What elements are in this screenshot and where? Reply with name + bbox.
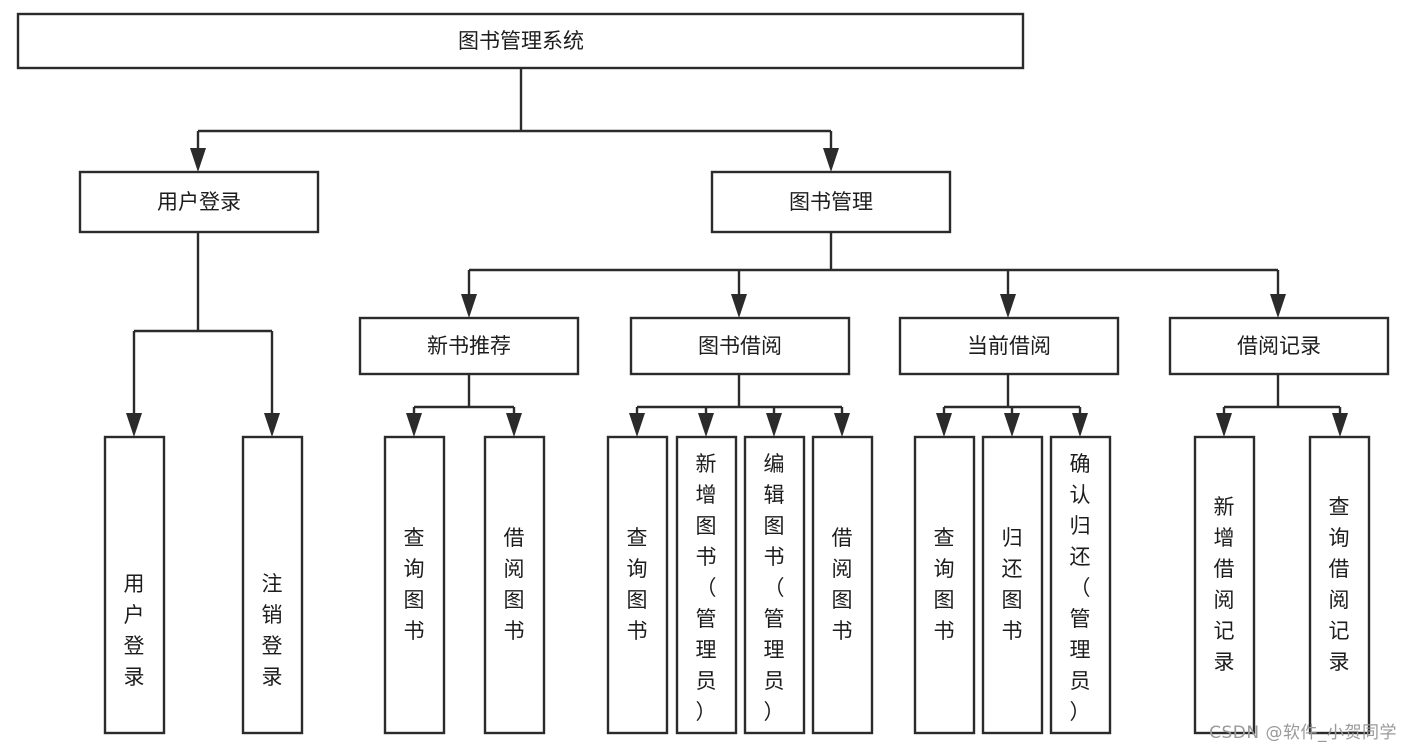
- leaf-book-borrow-borrow-label: 借阅图书: [832, 526, 853, 643]
- leaf-book-borrow-edit-box[interactable]: [743, 435, 806, 735]
- node-root-label: 图书管理系统: [458, 29, 584, 53]
- node-current-borrow-box[interactable]: [898, 316, 1120, 376]
- node-book-borrow[interactable]: 图书借阅: [629, 316, 851, 376]
- arrowhead-book-management: [823, 148, 839, 172]
- node-new-book-recommend-label: 新书推荐: [427, 334, 511, 358]
- arrowhead-current-borrow: [1000, 294, 1016, 318]
- node-user-login[interactable]: 用户登录: [78, 170, 320, 234]
- node-book-borrow-box[interactable]: [629, 316, 851, 376]
- node-borrow-records[interactable]: 借阅记录: [1168, 316, 1390, 376]
- leaf-current-borrow-return-box[interactable]: [981, 435, 1044, 735]
- leaf-borrow-records-query-label: 查询借阅记录: [1329, 495, 1350, 674]
- node-book-management[interactable]: 图书管理: [710, 170, 952, 234]
- node-book-management-box[interactable]: [710, 170, 952, 234]
- arrowhead-new-book: [461, 294, 477, 318]
- leaf-new-book-query[interactable]: 查询图书: [383, 435, 446, 735]
- connector-layer: [126, 68, 1348, 437]
- arrowhead-cb-leaf-0: [936, 413, 952, 437]
- arrowhead-bb-leaf-0: [629, 413, 645, 437]
- node-new-book-recommend[interactable]: 新书推荐: [358, 316, 580, 376]
- leaf-borrow-records-add-label: 新增借阅记录: [1214, 495, 1235, 674]
- leaf-book-borrow-edit[interactable]: 编辑图书（管理员）: [743, 435, 806, 735]
- leaf-borrow-records-query[interactable]: 查询借阅记录: [1308, 435, 1371, 735]
- arrowhead-nb-leaf-0: [406, 413, 422, 437]
- node-book-management-label: 图书管理: [789, 190, 873, 214]
- leaf-user-login-logout-box[interactable]: [241, 435, 304, 735]
- leaf-book-borrow-query[interactable]: 查询图书: [606, 435, 669, 735]
- arrowhead-br-leaf-1: [1332, 413, 1348, 437]
- leaf-book-borrow-borrow[interactable]: 借阅图书: [811, 435, 874, 735]
- leaf-user-login-logout-label: 注销登录: [262, 572, 283, 689]
- leaf-current-borrow-return[interactable]: 归还图书: [981, 435, 1044, 735]
- node-user-login-box[interactable]: [78, 170, 320, 234]
- arrowhead-bb-leaf-2: [766, 413, 782, 437]
- leaf-user-login-login[interactable]: 用户登录: [103, 435, 166, 735]
- node-new-book-recommend-box[interactable]: [358, 316, 580, 376]
- node-book-borrow-label: 图书借阅: [698, 334, 782, 358]
- arrowhead-borrow-records: [1270, 294, 1286, 318]
- arrowhead-leaf-user-login: [126, 413, 142, 437]
- node-root-book-management-system[interactable]: 图书管理系统: [16, 12, 1025, 70]
- leaf-current-borrow-query-label: 查询图书: [934, 526, 955, 643]
- arrowhead-bb-leaf-1: [698, 413, 714, 437]
- leaf-user-login-login-box[interactable]: [103, 435, 166, 735]
- node-borrow-records-box[interactable]: [1168, 316, 1390, 376]
- leaf-book-borrow-edit-label: 编辑图书（管理员）: [764, 452, 785, 724]
- leaf-user-login-logout[interactable]: 注销登录: [241, 435, 304, 735]
- leaf-borrow-records-add-box[interactable]: [1193, 435, 1256, 735]
- leaf-current-borrow-query[interactable]: 查询图书: [913, 435, 976, 735]
- arrowhead-nb-leaf-1: [506, 413, 522, 437]
- leaf-book-borrow-add-label: 新增图书（管理员）: [696, 452, 717, 724]
- leaf-current-borrow-query-box[interactable]: [913, 435, 976, 735]
- leaf-current-borrow-confirm-box[interactable]: [1049, 435, 1112, 735]
- leaf-new-book-borrow-box[interactable]: [483, 435, 546, 735]
- leaf-new-book-borrow[interactable]: 借阅图书: [483, 435, 546, 735]
- leaf-new-book-borrow-label: 借阅图书: [504, 526, 525, 643]
- node-current-borrow[interactable]: 当前借阅: [898, 316, 1120, 376]
- arrowhead-leaf-logout: [264, 413, 280, 437]
- leaf-book-borrow-query-box[interactable]: [606, 435, 669, 735]
- arrowhead-user-login: [190, 148, 206, 172]
- leaf-current-borrow-confirm[interactable]: 确认归还（管理员）: [1049, 435, 1112, 735]
- leaf-user-login-login-label: 用户登录: [124, 572, 145, 689]
- leaf-book-borrow-borrow-box[interactable]: [811, 435, 874, 735]
- arrowhead-br-leaf-0: [1216, 413, 1232, 437]
- leaf-current-borrow-confirm-label: 确认归还（管理员）: [1070, 452, 1091, 724]
- leaf-borrow-records-query-box[interactable]: [1308, 435, 1371, 735]
- node-borrow-records-label: 借阅记录: [1237, 334, 1321, 358]
- leaf-book-borrow-query-label: 查询图书: [627, 526, 648, 643]
- leaf-current-borrow-return-label: 归还图书: [1002, 526, 1023, 643]
- arrowhead-cb-leaf-1: [1004, 413, 1020, 437]
- leaf-book-borrow-add[interactable]: 新增图书（管理员）: [675, 435, 738, 735]
- arrowhead-cb-leaf-2: [1072, 413, 1088, 437]
- leaf-new-book-query-label: 查询图书: [404, 526, 425, 643]
- node-user-login-label: 用户登录: [157, 190, 241, 214]
- leaf-book-borrow-add-box[interactable]: [675, 435, 738, 735]
- arrowhead-bb-leaf-3: [834, 413, 850, 437]
- leaf-borrow-records-add[interactable]: 新增借阅记录: [1193, 435, 1256, 735]
- leaf-new-book-query-box[interactable]: [383, 435, 446, 735]
- node-current-borrow-label: 当前借阅: [967, 334, 1051, 358]
- node-root-box[interactable]: [16, 12, 1025, 70]
- arrowhead-book-borrow: [731, 294, 747, 318]
